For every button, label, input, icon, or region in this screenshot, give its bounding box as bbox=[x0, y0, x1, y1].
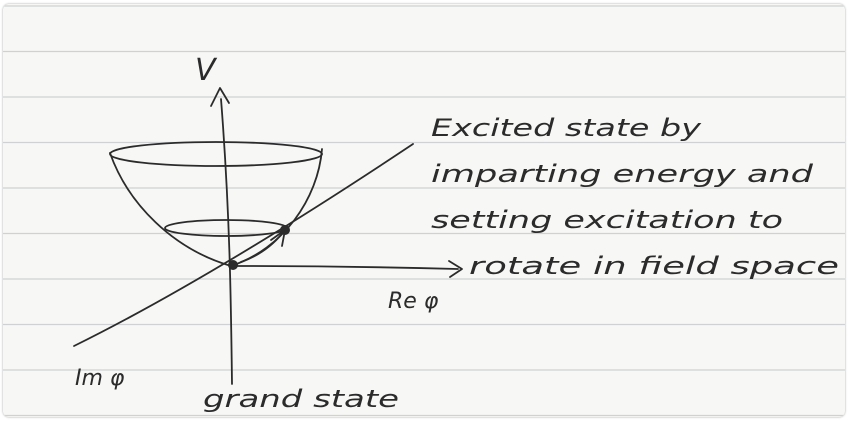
excited-text-line-2: imparting energy and bbox=[431, 160, 814, 188]
notebook-paper: V Re φ Im φ Excited state by imparting e… bbox=[3, 4, 845, 417]
v-axis-arrowhead bbox=[210, 87, 230, 107]
potential-bowl-left bbox=[109, 152, 232, 267]
excited-text-line-3: setting excitation to bbox=[431, 206, 783, 234]
ground-state-label: grand state bbox=[203, 385, 399, 413]
excited-text-line-4: rotate in field space bbox=[469, 252, 839, 280]
v-axis-label: V bbox=[195, 53, 218, 88]
potential-bowl-right bbox=[230, 148, 323, 267]
excited-state-dot bbox=[280, 225, 290, 235]
ground-state-dot bbox=[228, 260, 238, 270]
re-axis-line bbox=[230, 265, 459, 270]
sketch-canvas: V Re φ Im φ Excited state by imparting e… bbox=[3, 5, 845, 417]
re-axis-arrowhead bbox=[448, 260, 463, 278]
ruled-lines bbox=[3, 5, 845, 417]
potential-top-rim bbox=[109, 141, 323, 167]
im-axis-line bbox=[73, 143, 414, 347]
excited-text-line-1: Excited state by bbox=[431, 114, 702, 142]
im-phi-label: Im φ bbox=[75, 366, 125, 391]
re-phi-label: Re φ bbox=[388, 289, 439, 314]
